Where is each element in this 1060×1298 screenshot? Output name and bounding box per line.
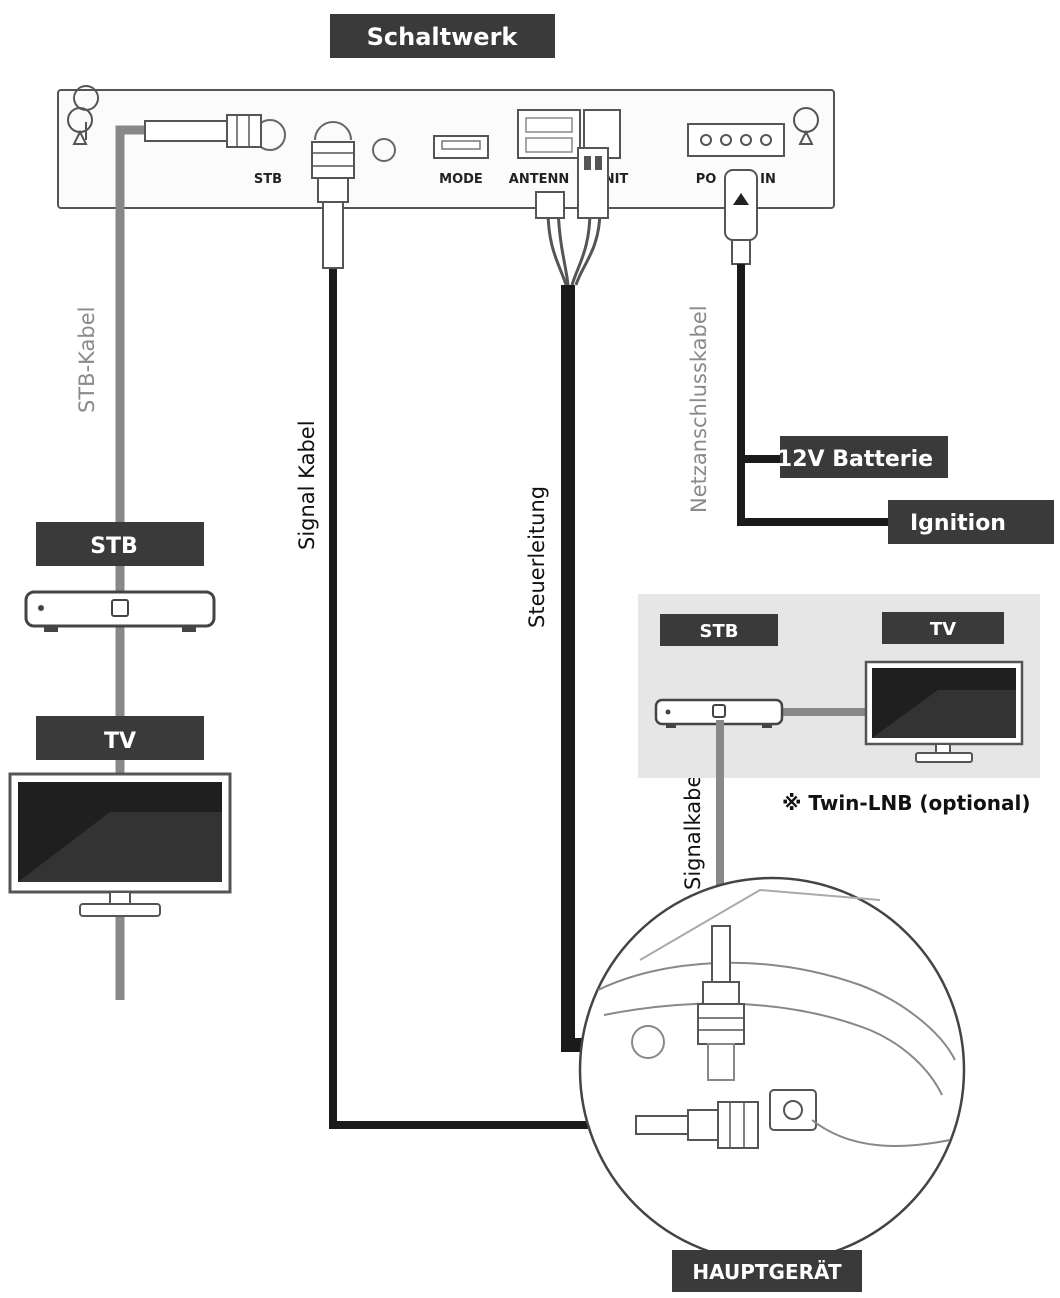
twin-lnb-note: ※ Twin-LNB (optional) <box>782 791 1031 815</box>
port-label-stb: STB <box>254 172 282 187</box>
stb-label-text: STB <box>90 534 138 559</box>
power-cable <box>724 169 888 526</box>
control-unit-panel: STB MODE ANTENN NIT PO IN <box>57 85 835 209</box>
cable-label-control: Steuerleitung <box>525 486 549 628</box>
socket-icon <box>769 1089 817 1131</box>
inset-stb-label: STB <box>660 614 778 646</box>
hauptgeraet-label-text: HAUPTGERÄT <box>692 1260 842 1284</box>
port-label-antenna: ANTENN <box>509 172 569 187</box>
twin-lnb-inset: STB TV <box>638 594 1040 778</box>
cable-label-stb: STB-Kabel <box>75 307 99 414</box>
battery-label-text: 12V Batterie <box>777 447 933 472</box>
schaltwerk-label: Schaltwerk <box>330 14 555 58</box>
f-connector-icon <box>144 120 228 142</box>
ignition-label-text: Ignition <box>910 511 1006 536</box>
schaltwerk-label-text: Schaltwerk <box>367 23 519 51</box>
f-connector-icon <box>635 1115 689 1135</box>
inset-tv-label: TV <box>882 612 1004 644</box>
port-label-power-a: PO <box>696 172 717 187</box>
cable-label-signal-2: Signalkabel <box>681 769 705 890</box>
inset-stb-label-text: STB <box>700 621 739 642</box>
ignition-label: Ignition <box>888 500 1054 544</box>
inset-tv-device-icon <box>864 660 1024 763</box>
tv-label: TV <box>36 716 204 760</box>
plug-icon <box>535 191 565 219</box>
main-unit-detail <box>578 876 966 1264</box>
stb-cable <box>115 114 262 1000</box>
cable-label-signal: Signal Kabel <box>295 420 319 550</box>
cable-label-power: Netzanschlusskabel <box>687 305 711 513</box>
port-label-mode: MODE <box>439 172 483 187</box>
tv-device-icon <box>8 772 232 917</box>
power-connector-icon <box>687 123 785 157</box>
battery-label: 12V Batterie <box>777 436 948 478</box>
stb-label: STB <box>36 522 204 566</box>
plug-icon <box>577 147 609 219</box>
f-connector-icon <box>311 141 355 179</box>
inset-tv-label-text: TV <box>930 619 956 640</box>
antenna-connector-icon <box>517 109 581 159</box>
stb-device-icon <box>24 590 216 632</box>
f-connector-icon <box>711 925 731 983</box>
hauptgeraet-label: HAUPTGERÄT <box>672 1250 862 1292</box>
port-label-unit: NIT <box>604 172 629 187</box>
tv-label-text: TV <box>104 729 136 754</box>
signal-cable <box>311 141 640 1129</box>
port-label-power-b: IN <box>760 172 776 187</box>
